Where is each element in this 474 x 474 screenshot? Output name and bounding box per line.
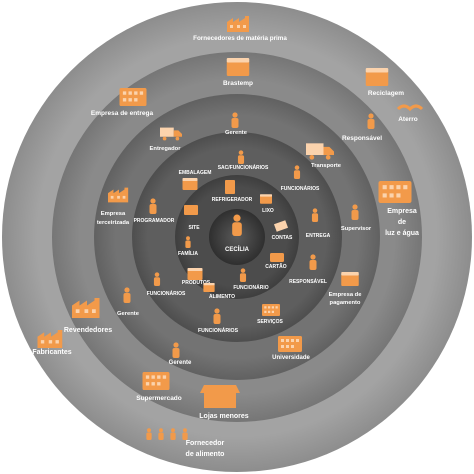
label-empresa-terceirizada-1: Empresa bbox=[101, 211, 126, 217]
alimento-icon bbox=[203, 283, 215, 292]
label-transporte: Transporte bbox=[311, 163, 342, 169]
label-sac: SAC/FUNCIONÁRIOS bbox=[218, 164, 269, 171]
label-entrega: ENTREGA bbox=[306, 233, 331, 239]
empresa-luz-building-icon bbox=[378, 181, 412, 203]
label-site: SITE bbox=[188, 225, 200, 231]
label-funcionario: FUNCIONÁRIO bbox=[233, 284, 268, 291]
label-funcionarios-left: FUNCIONÁRIOS bbox=[147, 290, 186, 297]
label-empresa-luz-2: de bbox=[398, 219, 406, 226]
programador-person-icon bbox=[149, 198, 157, 214]
cecilia-person-icon bbox=[232, 214, 242, 236]
label-empresa-entrega: Empresa de entrega bbox=[91, 110, 154, 117]
reciclagem-box-icon bbox=[365, 68, 389, 86]
label-funcionarios-right: FUNCIONÁRIOS bbox=[281, 185, 320, 192]
supermercado-store-icon bbox=[142, 372, 170, 390]
label-empresa-luz-3: luz e água bbox=[385, 230, 419, 237]
aterro-icon bbox=[396, 104, 424, 112]
label-lojas: Lojas menores bbox=[199, 413, 249, 420]
empresa-entrega-building-icon bbox=[119, 88, 147, 106]
label-aterro: Aterro bbox=[398, 116, 418, 123]
label-programador: PROGRAMADOR bbox=[134, 218, 175, 224]
label-fabricantes: Fabricantes bbox=[32, 349, 71, 356]
cartao-card-icon bbox=[270, 253, 284, 262]
funcionarios-left-people-icon bbox=[153, 272, 161, 286]
gerente-top-person-icon bbox=[231, 112, 239, 128]
center-label: CECÍLIA bbox=[225, 245, 250, 253]
responsavel-inner-person-icon bbox=[309, 254, 317, 270]
lojas-store-icon bbox=[200, 385, 240, 408]
label-alimento: ALIMENTO bbox=[209, 294, 235, 300]
label-reciclagem: Reciclagem bbox=[368, 90, 404, 97]
label-brastemp: Brastemp bbox=[223, 80, 253, 87]
site-monitor-icon bbox=[184, 205, 198, 215]
gerente-bottom-person-icon bbox=[172, 342, 180, 358]
label-familia: FAMÍLIA bbox=[178, 249, 198, 257]
label-empresa-pagamento-1: Empresa de bbox=[329, 292, 363, 298]
entrega-person-icon bbox=[311, 208, 319, 222]
refrigerador-icon bbox=[225, 180, 235, 194]
sac-person-icon bbox=[237, 150, 245, 164]
label-gerente-top: Gerente bbox=[225, 130, 248, 136]
familia-people-icon bbox=[185, 236, 191, 248]
lixo-icon bbox=[260, 194, 272, 204]
label-empresa-luz-1: Empresa bbox=[387, 208, 417, 215]
label-responsavel-ring2: Responsável bbox=[342, 135, 382, 142]
label-supervisor: Supervisor bbox=[341, 226, 372, 232]
gerente-left-person-icon bbox=[123, 287, 131, 303]
produtos-box-icon bbox=[187, 268, 203, 280]
label-refrigerador: REFRIGERADOR bbox=[212, 197, 253, 203]
embalagem-box-icon bbox=[182, 178, 198, 190]
label-revendedores: Revendedores bbox=[64, 327, 112, 334]
label-servicos: SERVIÇOS bbox=[257, 319, 283, 325]
label-supermercado: Supermercado bbox=[136, 395, 182, 402]
label-empresa-terceirizada-2: terceirizada bbox=[97, 220, 130, 226]
supervisor-person-icon bbox=[351, 204, 359, 220]
universidade-building-icon bbox=[278, 336, 302, 352]
label-entregador: Entregador bbox=[150, 146, 182, 152]
servicos-building-icon bbox=[262, 304, 280, 316]
funcionario-person-icon bbox=[239, 268, 247, 282]
responsavel-person-icon bbox=[367, 113, 375, 129]
label-fornecedores: Fornecedores de matéria prima bbox=[193, 35, 287, 42]
label-contas: CONTAS bbox=[272, 235, 293, 241]
empresa-pagamento-icon bbox=[341, 272, 359, 286]
brastemp-box-icon bbox=[226, 58, 250, 76]
label-produtos: PRODUTOS bbox=[182, 280, 211, 286]
label-universidade: Universidade bbox=[272, 355, 310, 361]
funcionarios-right-people-icon bbox=[293, 165, 301, 179]
contas-icon bbox=[273, 220, 289, 232]
label-embalagem: EMBALAGEM bbox=[179, 170, 212, 176]
label-responsavel-ring4: RESPONSÁVEL bbox=[289, 278, 327, 285]
label-empresa-pagamento-2: pagamento bbox=[330, 300, 361, 306]
label-fornecedor-alimento-1: Fornecedor bbox=[186, 440, 225, 447]
label-funcionarios-bottom: FUNCIONÁRIOS bbox=[198, 327, 239, 334]
label-gerente-bottom: Gerente bbox=[169, 360, 192, 366]
label-lixo: LIXO bbox=[262, 208, 274, 214]
label-cartao: CARTÃO bbox=[265, 263, 286, 270]
center-circle bbox=[209, 209, 265, 265]
funcionarios-bottom-people-icon bbox=[213, 308, 221, 324]
label-gerente-left: Gerente bbox=[117, 311, 140, 317]
label-fornecedor-alimento-2: de alimento bbox=[186, 451, 225, 458]
